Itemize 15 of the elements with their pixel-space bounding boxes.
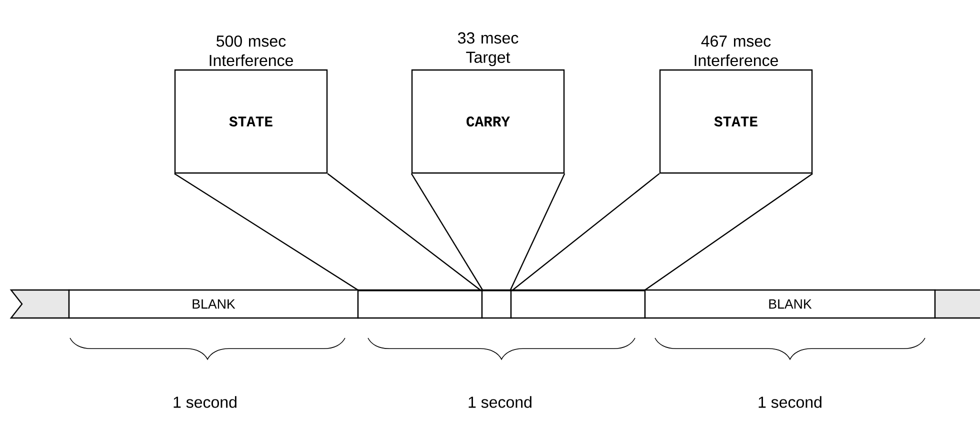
timeline-segment: [481, 289, 512, 319]
frame-box: STATE: [659, 69, 813, 174]
frame-heading: 500 msec Interference: [210, 35, 293, 66]
zoom-lines: [410, 173, 566, 292]
timeline-end: [934, 289, 980, 319]
frame-heading: 467 msec Interference: [694, 35, 778, 66]
frame-box: CARRY: [411, 69, 565, 174]
zoom-lines: [174, 173, 483, 292]
duration-label: 1 second: [174, 396, 236, 408]
frame-box: STATE: [174, 69, 328, 174]
frame-heading: 33 msec Target: [458, 32, 518, 66]
zoom-lines: [510, 173, 814, 292]
duration-label: 1 second: [468, 396, 532, 408]
duration-label: 1 second: [758, 396, 822, 408]
timeline-end: [10, 289, 70, 319]
